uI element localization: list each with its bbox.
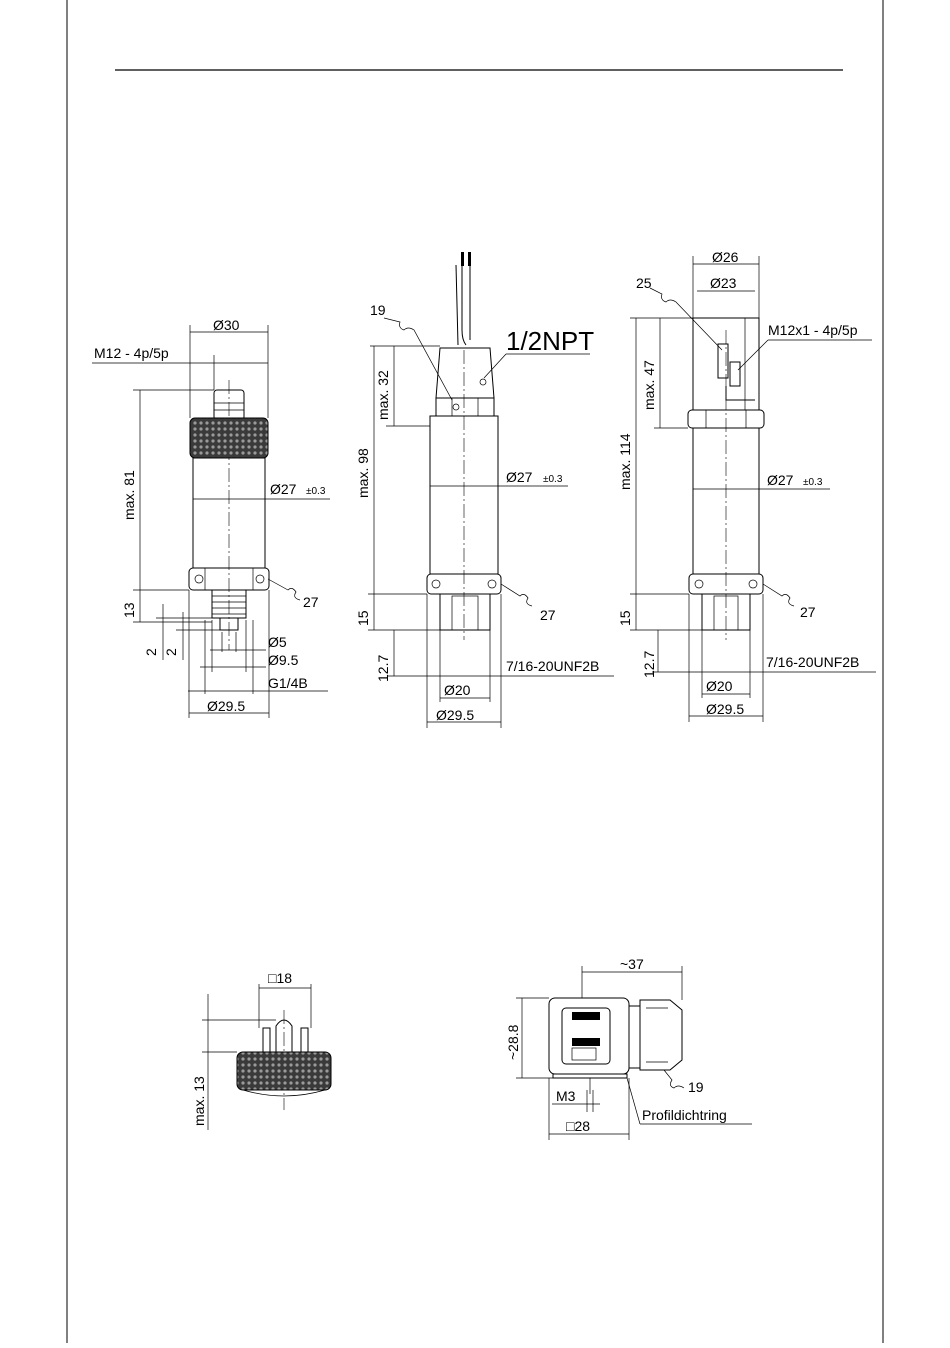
drawing-connector-socket: □18 max. 13	[191, 970, 331, 1130]
dim-max-114: max. 114	[617, 433, 633, 490]
dim-dia-23: Ø23	[710, 275, 737, 291]
dim-tolerance: ±0.3	[543, 474, 563, 485]
dim-max-47: max. 47	[641, 360, 657, 410]
dim-tolerance: ±0.3	[803, 477, 823, 488]
dim-dia-29-5: Ø29.5	[706, 701, 744, 717]
dim-dia-30: Ø30	[213, 317, 240, 333]
dim-15: 15	[355, 610, 371, 626]
dim-dia-29-5: Ø29.5	[436, 707, 474, 723]
label-wrench-19: 19	[688, 1079, 704, 1095]
dim-12-7: 12.7	[375, 655, 391, 682]
drawing-din-plug: ~37 ~28.8 19 M3 Profildichtring □28	[505, 956, 752, 1140]
dim-max-13: max. 13	[191, 1076, 207, 1126]
dim-dia-27: Ø27	[767, 472, 794, 488]
dim-square-28: □28	[566, 1118, 590, 1134]
dim-tolerance: ±0.3	[306, 486, 326, 497]
dim-15: 15	[617, 610, 633, 626]
dim-dia-5: Ø5	[268, 634, 287, 650]
label-profildichtring: Profildichtring	[642, 1107, 727, 1123]
dim-12-7: 12.7	[641, 651, 657, 678]
drawing-m12x1-version: Ø26 Ø23 25 M12x1 - 4p/5p max. 47 max. 11…	[617, 249, 876, 722]
dim-approx-28-8: ~28.8	[505, 1024, 521, 1060]
label-m12x1-connector: M12x1 - 4p/5p	[768, 322, 858, 338]
dim-dia-20: Ø20	[444, 682, 471, 698]
dim-dia-27: Ø27	[506, 469, 533, 485]
label-wrench-27: 27	[800, 604, 816, 620]
label-25: 25	[636, 275, 652, 291]
drawing-m12-connector-version: Ø30 M12 - 4p/5p max. 81 Ø27 ±0.3 27 13 2…	[92, 317, 330, 718]
label-m3: M3	[556, 1088, 576, 1104]
dim-max-81: max. 81	[121, 470, 137, 520]
dim-dia-9-5: Ø9.5	[268, 652, 299, 668]
dim-g1-4b: G1/4B	[268, 675, 308, 691]
label-wrench-19: 19	[370, 302, 386, 318]
label-m12-connector: M12 - 4p/5p	[94, 345, 169, 361]
label-1-2-npt: 1/2NPT	[506, 326, 594, 356]
dim-dia-26: Ø26	[712, 249, 739, 265]
dim-2-a: 2	[143, 648, 159, 656]
label-wrench-27: 27	[540, 607, 556, 623]
dim-13: 13	[121, 602, 137, 618]
label-7-16-20unf2b: 7/16-20UNF2B	[506, 658, 599, 674]
drawing-npt-cable-version: 19 1/2NPT max. 32 max. 98 Ø27 ±0.3 15 27…	[355, 252, 614, 728]
dim-approx-37: ~37	[620, 956, 644, 972]
label-7-16-20unf2b: 7/16-20UNF2B	[766, 654, 859, 670]
page-frame	[67, 0, 883, 1343]
dim-dia-27: Ø27	[270, 481, 297, 497]
dim-dia-29-5: Ø29.5	[207, 698, 245, 714]
dim-square-18: □18	[268, 970, 292, 986]
dim-2-b: 2	[163, 648, 179, 656]
dim-max-32: max. 32	[375, 370, 391, 420]
dim-dia-20: Ø20	[706, 678, 733, 694]
dim-max-98: max. 98	[355, 448, 371, 498]
label-wrench-27: 27	[303, 594, 319, 610]
